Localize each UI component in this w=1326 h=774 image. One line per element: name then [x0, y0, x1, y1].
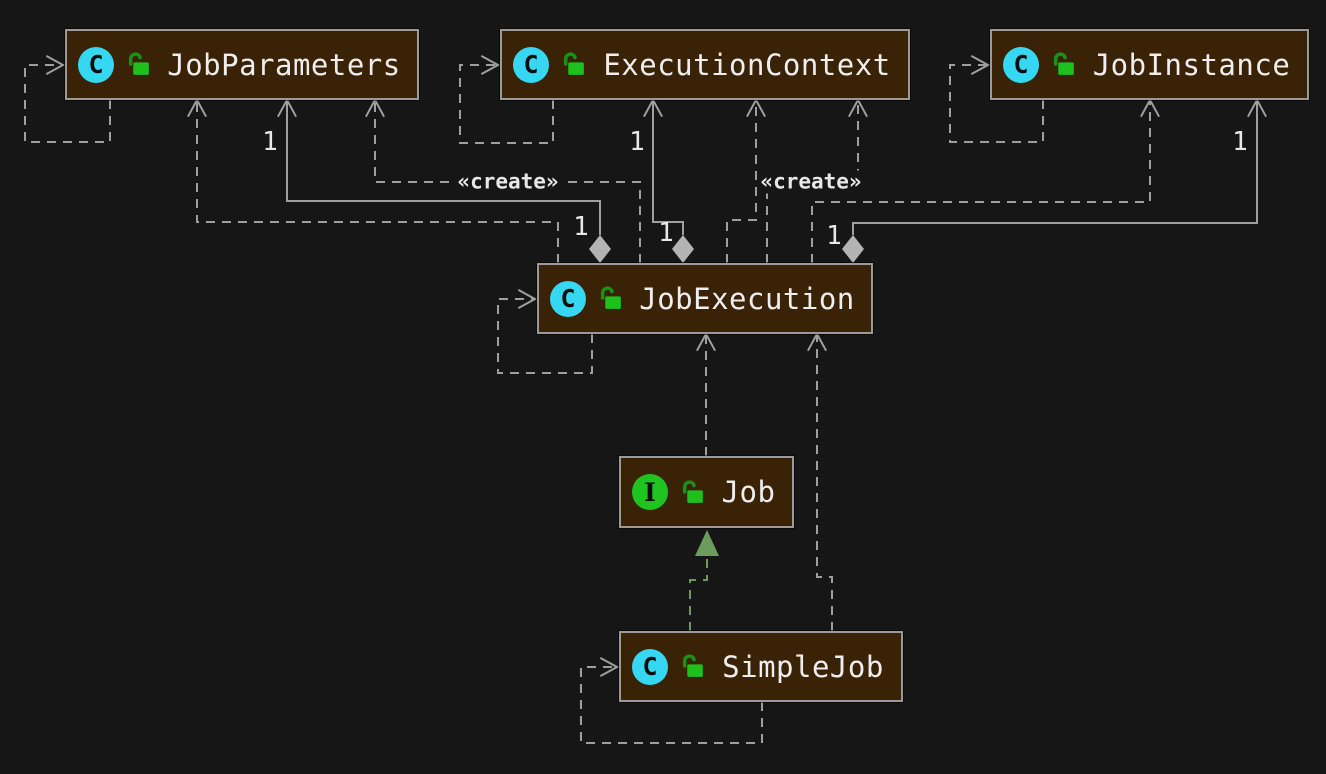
public-unlock-icon: [600, 286, 621, 309]
class-node-jobinstance[interactable]: C JobInstance: [990, 29, 1309, 100]
node-name-label: JobExecution: [639, 281, 855, 316]
node-name-label: JobInstance: [1092, 47, 1291, 82]
edge-jobexecution-jobparameters-aggregation: [277, 97, 611, 263]
open-arrowhead-icon: [970, 55, 991, 75]
public-unlock-icon: [682, 654, 703, 677]
open-arrowhead-icon: [517, 289, 538, 309]
edge-jobexecution-executioncontext-aggregation: [643, 97, 694, 263]
aggregation-diamond-icon: [589, 235, 611, 263]
edge-job-jobexecution-dependency: [696, 331, 716, 456]
edge-simplejob-jobexecution-dependency: [807, 331, 833, 631]
class-icon: C: [1003, 46, 1039, 83]
interface-icon: I: [632, 474, 668, 510]
node-name-label: ExecutionContext: [603, 47, 891, 82]
open-arrowhead-icon: [45, 55, 66, 75]
edge-jobexecution-self-dependency: [497, 289, 593, 374]
class-icon: C: [78, 46, 114, 83]
node-name-label: Job: [721, 475, 776, 509]
edge-simplejob-self-dependency: [580, 657, 763, 744]
edge-jobinstance-self-dependency: [949, 55, 1044, 143]
edge-executioncontext-self-dependency: [459, 55, 554, 144]
open-arrowhead-icon: [599, 657, 620, 677]
open-arrowhead-icon: [187, 97, 207, 118]
open-arrowhead-icon: [480, 55, 501, 75]
open-arrowhead-icon: [1247, 97, 1267, 118]
node-name-label: SimpleJob: [722, 649, 884, 684]
open-arrowhead-icon: [696, 331, 716, 352]
edge-jobexecution-jobinstance-aggregation: [842, 97, 1267, 263]
open-arrowhead-icon: [746, 97, 766, 118]
class-icon: C: [513, 46, 549, 83]
open-arrowhead-icon: [277, 97, 297, 118]
class-node-jobparameters[interactable]: C JobParameters: [65, 29, 419, 100]
open-arrowhead-icon: [807, 331, 827, 352]
realization-triangle-icon: [695, 530, 719, 556]
aggregation-diamond-icon: [842, 235, 864, 263]
public-unlock-icon: [128, 52, 149, 75]
edge-jobexecution-jobparameters-dependency: [187, 97, 559, 263]
class-node-simplejob[interactable]: C SimpleJob: [619, 631, 903, 702]
class-node-jobexecution[interactable]: C JobExecution: [537, 263, 873, 334]
public-unlock-icon: [682, 479, 703, 503]
public-unlock-icon: [563, 52, 584, 75]
open-arrowhead-icon: [643, 97, 663, 118]
open-arrowhead-icon: [1140, 97, 1160, 118]
edge-jobexecution-executioncontext-create: [766, 97, 868, 263]
edge-jobexecution-jobinstance-dependency: [811, 97, 1160, 263]
class-icon: C: [550, 280, 586, 317]
class-node-executioncontext[interactable]: C ExecutionContext: [500, 29, 910, 100]
public-unlock-icon: [1053, 52, 1074, 75]
interface-node-job[interactable]: I Job: [619, 456, 794, 528]
edge-simplejob-job-realization: [689, 530, 719, 631]
aggregation-diamond-icon: [672, 235, 694, 263]
node-name-label: JobParameters: [167, 47, 401, 82]
open-arrowhead-icon: [848, 97, 868, 118]
edge-jobexecution-executioncontext-dependency: [726, 97, 766, 263]
edge-jobparameters-self-dependency: [24, 55, 111, 143]
class-icon: C: [632, 648, 668, 685]
open-arrowhead-icon: [365, 97, 385, 118]
